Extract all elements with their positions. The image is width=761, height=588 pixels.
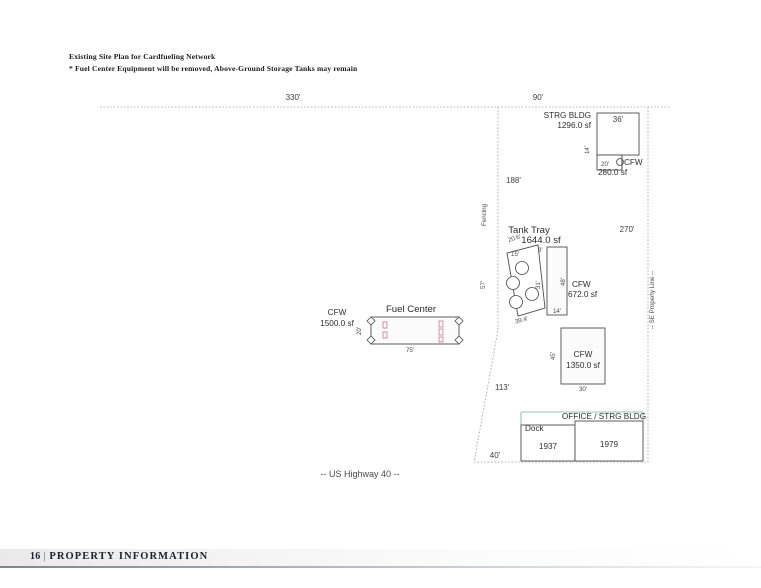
fuel-center-cfw-label: CFW xyxy=(328,308,347,317)
strg-bldg-dim-top: 36' xyxy=(613,115,624,124)
fencing-label: Fencing xyxy=(481,203,488,226)
strg-bldg-rect xyxy=(596,112,640,156)
strg-bldg-dim-left: 14' xyxy=(584,146,591,154)
cfw-1350-dim-bottom: 30' xyxy=(579,386,587,393)
tank-circle xyxy=(525,287,539,301)
cfw-1350-dim-left: 45' xyxy=(550,352,557,360)
site-plan-title-note: Existing Site Plan for Cardfueling Netwo… xyxy=(69,52,216,61)
cfw-672-dim-left: 48' xyxy=(560,278,567,286)
fuel-center-cfw-area: 1500.0 sf xyxy=(320,319,354,328)
footer-page-number: 16 xyxy=(30,551,41,562)
fuel-center-canopy-rect xyxy=(370,316,460,345)
tank-tray-label: Tank Tray xyxy=(508,225,550,236)
cfw-1350-rect xyxy=(560,327,606,385)
dim-330: 330' xyxy=(286,93,301,102)
cfw-672-dim-bottom: 14' xyxy=(553,308,561,315)
cfw-280-label: CFW xyxy=(624,158,643,167)
strg-bldg-area: 1296.0 sf xyxy=(557,121,591,130)
cfw-1350-area: 1350.0 sf xyxy=(566,361,600,370)
year-1979: 1979 xyxy=(600,440,619,449)
dim-113: 113' xyxy=(495,383,510,392)
tank-tray-dim-right: 31' xyxy=(535,281,542,289)
tank-circle xyxy=(515,261,529,275)
footer-rule xyxy=(0,566,761,568)
dim-188: 188' xyxy=(506,176,521,185)
dim-270: 270' xyxy=(620,225,635,234)
tank-tray-dim-upper-left: 15' xyxy=(511,251,519,258)
footer-section-label: PROPERTY INFORMATION xyxy=(49,551,209,562)
dim-90: 90' xyxy=(533,93,544,102)
cfw-672-rect xyxy=(546,246,568,316)
dock-label: Dock xyxy=(525,424,545,433)
se-property-line-label: -- SE Property Line -- xyxy=(649,271,656,329)
footer-divider: | xyxy=(43,551,47,562)
cfw-1350-label: CFW xyxy=(574,350,593,359)
tank-tray-dim-top-angle: 20.6' xyxy=(507,233,522,244)
road-label: -- US Highway 40 -- xyxy=(320,469,399,479)
canopy-column-icon xyxy=(366,316,464,345)
site-plan-drawing: 330' 90' 270' -- SE Property Line -- Fen… xyxy=(100,93,670,479)
site-plan-subnote: * Fuel Center Equipment will be removed,… xyxy=(69,64,358,73)
cfw-280-marker-icon xyxy=(616,158,624,166)
tank-circle xyxy=(506,276,520,290)
cfw-672-label: CFW xyxy=(572,280,591,289)
cfw-672-area: 672.0 sf xyxy=(568,290,598,299)
year-1937: 1937 xyxy=(539,442,558,451)
dim-40: 40' xyxy=(490,451,501,460)
office-strg-bldg-label: OFFICE / STRG BLDG xyxy=(562,412,646,421)
fuel-center-dim-left: 20' xyxy=(356,327,363,335)
fuel-center-label: Fuel Center xyxy=(386,304,437,315)
cfw-280-dim-bottom: 20' xyxy=(601,161,609,168)
strg-bldg-label: STRG BLDG xyxy=(544,111,591,120)
tank-tray-dim-bottom: 39.4' xyxy=(514,316,529,326)
footer-gradient-bar xyxy=(0,549,761,566)
footer: 16|PROPERTY INFORMATION xyxy=(30,551,208,562)
tank-tray-area: 1644.0 sf xyxy=(521,235,561,246)
cfw-280-area: 280.0 sf xyxy=(598,168,628,177)
fuel-dispenser-icon xyxy=(382,320,444,343)
office-main-rect xyxy=(574,420,644,462)
fuel-center-dim-bottom: 75' xyxy=(406,347,414,354)
dim-57: 57' xyxy=(480,281,487,289)
tank-tray-dim-upper-right: 3' xyxy=(538,247,543,254)
tank-circle xyxy=(509,295,523,309)
